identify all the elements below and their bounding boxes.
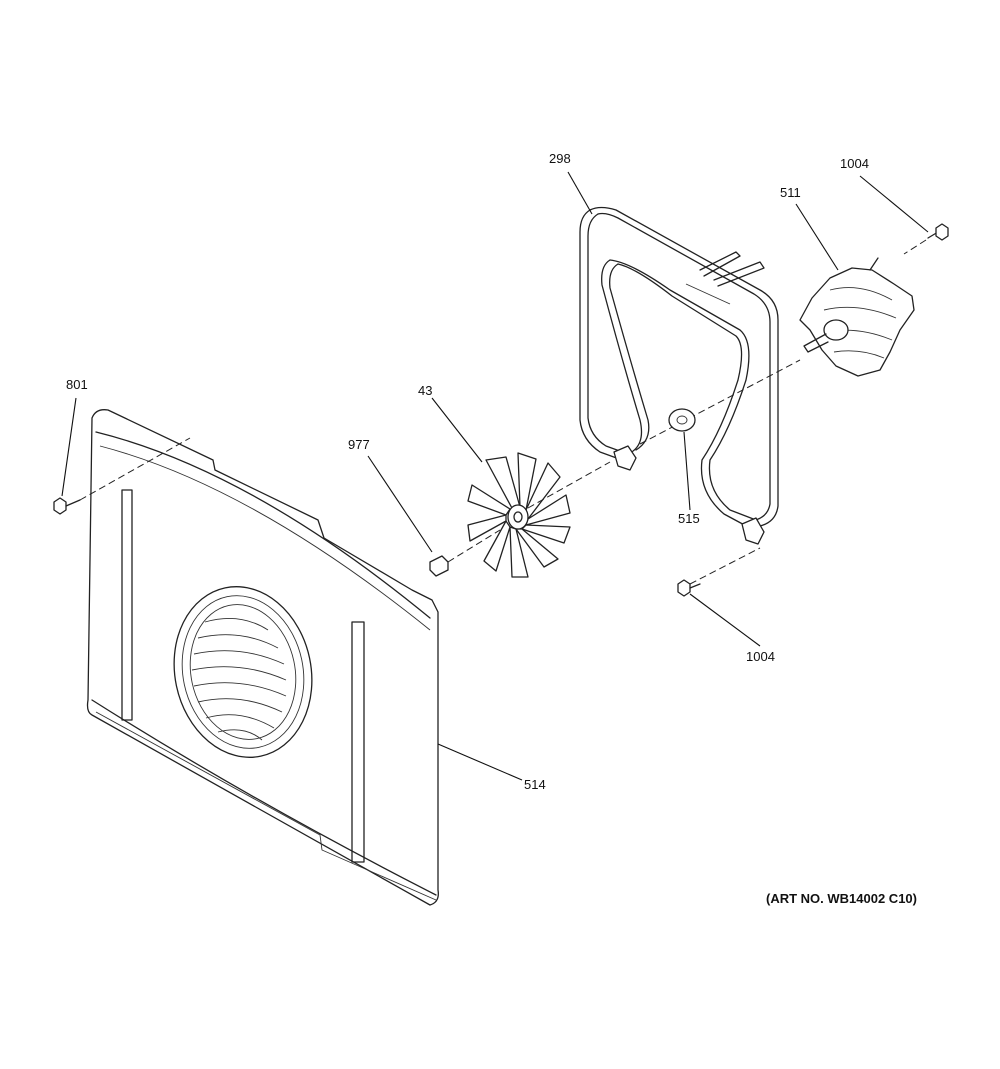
washer-part — [668, 408, 696, 432]
back-panel-part — [86, 409, 439, 906]
clip-977-part — [429, 529, 501, 577]
heating-element-part — [579, 206, 779, 545]
screw-1004-bottom-part — [677, 579, 701, 597]
callout-1004-bottom: 1004 — [746, 649, 775, 664]
fan-blade-part — [467, 452, 571, 578]
callout-298: 298 — [549, 151, 571, 166]
screw-801-part — [53, 437, 191, 515]
callout-515: 515 — [678, 511, 700, 526]
callout-1004-top: 1004 — [840, 156, 869, 171]
callout-514: 514 — [524, 777, 546, 792]
callout-977: 977 — [348, 437, 370, 452]
fan-motor-part — [799, 257, 915, 377]
callout-511: 511 — [780, 185, 801, 200]
art-number-label: (ART NO. WB14002 C10) — [766, 891, 917, 906]
callout-43: 43 — [418, 383, 433, 398]
callout-801: 801 — [66, 377, 88, 392]
screw-1004-top-part — [903, 223, 949, 255]
leader-lines — [61, 171, 929, 781]
